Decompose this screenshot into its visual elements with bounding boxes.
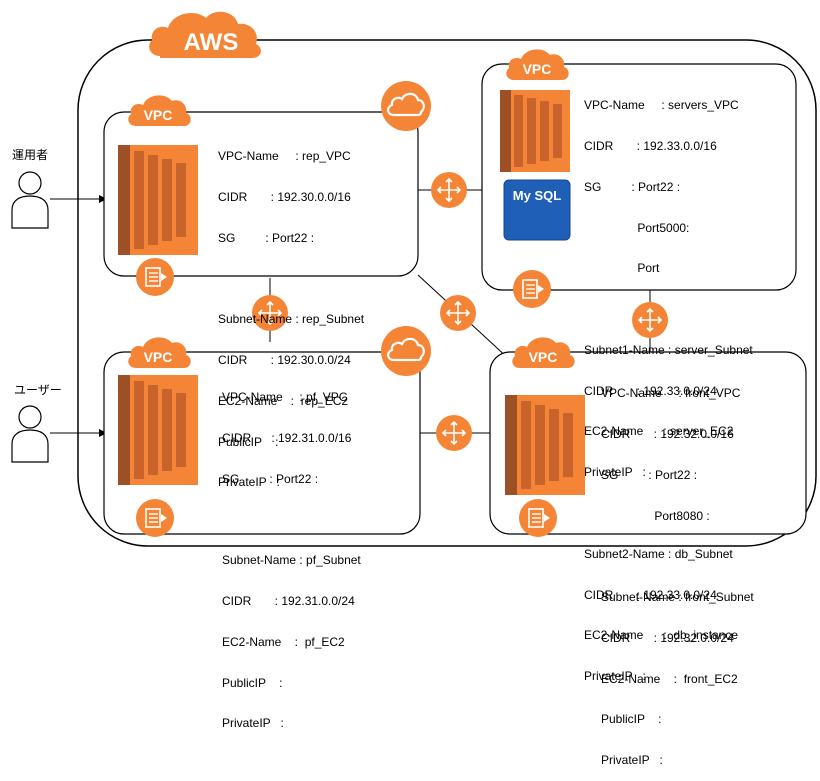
info-line: VPC-Name : servers_VPC bbox=[584, 98, 739, 113]
aws-cloud-icon: AWS bbox=[149, 11, 261, 58]
aws-boundary bbox=[77, 39, 817, 547]
info-line: Subnet-Name : rep_Subnet bbox=[218, 312, 365, 327]
info-line: CIDR : 192.30.0.0/24 bbox=[218, 353, 351, 368]
info-line: EC2-Name : pf_EC2 bbox=[222, 634, 345, 649]
info-line: SG : Port22 : bbox=[601, 467, 698, 482]
ec2-instance-servers-icon bbox=[500, 90, 570, 172]
route-table-rep-icon bbox=[136, 258, 174, 296]
info-line: CIDR : 192.32.0.0/16 bbox=[601, 426, 734, 441]
internet-gateway-pf-icon bbox=[381, 326, 431, 376]
info-line bbox=[601, 550, 754, 564]
svg-text:VPC: VPC bbox=[529, 349, 558, 365]
info-line bbox=[218, 273, 364, 287]
vpc-peering-rep-pf-icon bbox=[252, 295, 288, 331]
info-line: EC2-Name : rep_EC2 bbox=[218, 393, 349, 408]
info-line: PublicIP : bbox=[601, 712, 662, 727]
info-line: Subnet-Name : front_Subnet bbox=[601, 590, 754, 605]
info-line: SG : Port22 : bbox=[222, 471, 319, 486]
info-line: CIDR : 192.33.0.0/16 bbox=[584, 138, 717, 153]
info-line: CIDR : 192.33.0.0/24 bbox=[584, 383, 717, 398]
info-line: VPC-Name : rep_VPC bbox=[218, 149, 351, 164]
info-line: PrivateIP : bbox=[601, 753, 663, 768]
info-line: Subnet1-Name : server_Subnet bbox=[584, 342, 753, 357]
vpc-peering-pf-front-icon bbox=[436, 415, 472, 451]
vpc-peering-rep-front-icon bbox=[440, 295, 476, 331]
mysql-label: My SQL bbox=[512, 188, 562, 203]
info-line: CIDR : 192.32.0.0/24 bbox=[601, 630, 734, 645]
info-line: EC2-Name : front_EC2 bbox=[601, 671, 738, 686]
vpc-badge-front-icon: VPC bbox=[512, 337, 575, 368]
info-line: CIDR : 192.30.0.0/16 bbox=[218, 189, 351, 204]
vpc-peering-rep-servers-icon bbox=[431, 172, 467, 208]
info-line: PrivateIP : bbox=[584, 465, 646, 480]
aws-label: AWS bbox=[184, 29, 239, 56]
vpc-rep-info: VPC-Name : rep_VPC CIDR : 192.30.0.0/16 … bbox=[218, 123, 364, 504]
info-line: CIDR : 192.31.0.0/24 bbox=[222, 594, 355, 609]
info-line: VPC-Name : pf_VPC bbox=[222, 390, 348, 405]
info-line: CIDR : 192.31.0.0/16 bbox=[222, 430, 352, 445]
info-line: PublicIP : bbox=[218, 434, 279, 449]
ec2-instance-rep-icon bbox=[118, 145, 198, 255]
route-table-servers-icon bbox=[513, 270, 551, 308]
vpc-badge-pf-icon: VPC bbox=[128, 337, 191, 368]
person-operator-icon bbox=[11, 171, 49, 229]
info-line bbox=[222, 514, 361, 528]
vpc-badge-rep-icon: VPC bbox=[128, 95, 191, 126]
actor-user-label: ユーザー bbox=[14, 383, 62, 397]
svg-text:VPC: VPC bbox=[144, 107, 173, 123]
actor-operator-label: 運用者 bbox=[12, 148, 49, 162]
internet-gateway-rep-icon bbox=[381, 81, 431, 131]
route-table-front-icon bbox=[519, 499, 557, 537]
info-line: VPC-Name : front_VPC bbox=[601, 386, 741, 401]
vpc-front-info: VPC-Name : front_VPC CIDR : 192.32.0.0/1… bbox=[601, 360, 754, 781]
info-line: EC2-Name : server_EC2 bbox=[584, 424, 734, 439]
info-line: Port8080 : bbox=[601, 508, 710, 523]
svg-text:VPC: VPC bbox=[523, 61, 552, 77]
route-table-pf-icon bbox=[136, 499, 174, 537]
ec2-instance-front-icon bbox=[505, 395, 585, 495]
info-line: PublicIP : bbox=[222, 675, 283, 690]
rds-mysql-icon bbox=[503, 179, 571, 241]
info-line: Port bbox=[584, 261, 660, 276]
info-line: SG : Port22 : bbox=[584, 179, 681, 194]
info-line: PrivateIP : bbox=[218, 475, 280, 490]
vpc-badge-servers-icon: VPC bbox=[506, 49, 569, 80]
info-line: SG : Port22 : bbox=[218, 230, 315, 245]
svg-text:VPC: VPC bbox=[144, 349, 173, 365]
vpc-pf-info: VPC-Name : pf_VPC CIDR : 192.31.0.0/16 S… bbox=[222, 364, 361, 745]
person-user-icon bbox=[11, 405, 49, 463]
info-line: Subnet-Name : pf_Subnet bbox=[222, 553, 361, 568]
info-line: PrivateIP : bbox=[222, 716, 284, 731]
architecture-diagram: AWS VPC VPC VPC VPC bbox=[11, 11, 817, 547]
info-line: Port5000: bbox=[584, 220, 690, 235]
info-line bbox=[584, 303, 753, 317]
ec2-instance-pf-icon bbox=[118, 375, 198, 485]
vpc-peering-servers-front-icon bbox=[632, 302, 668, 338]
